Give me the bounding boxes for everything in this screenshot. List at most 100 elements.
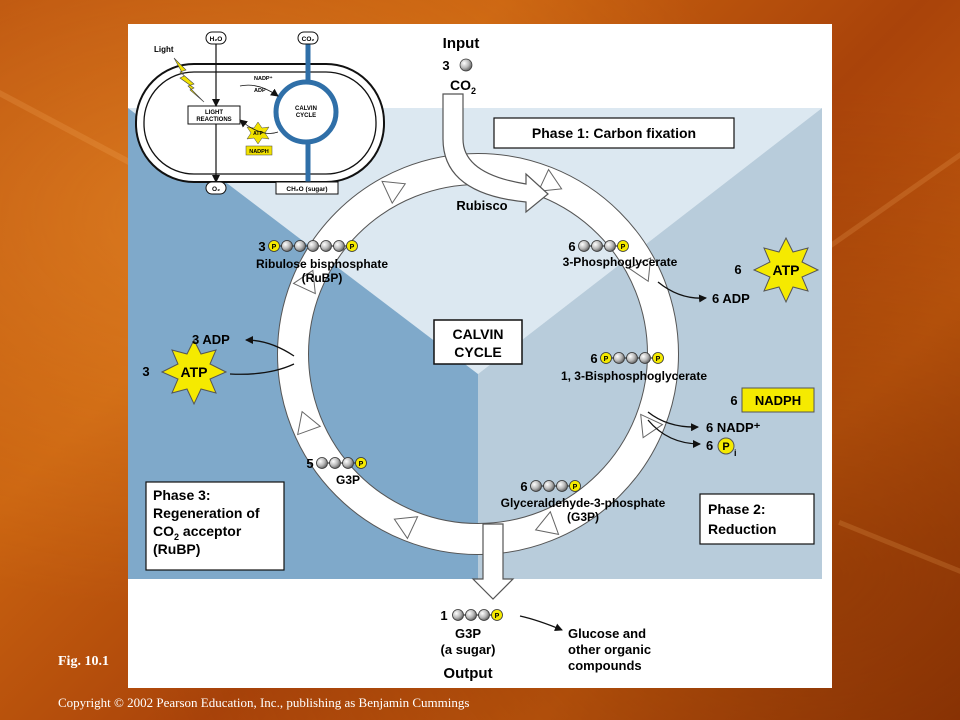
rubp-name-2: (RuBP) <box>302 271 343 285</box>
phosphate-label: P <box>573 484 578 491</box>
phase3-label-1: Phase 3: <box>153 487 211 503</box>
phase2-label-1: Phase 2: <box>708 501 766 517</box>
nadp-arrow <box>647 411 699 432</box>
phosphate-label: P <box>604 356 609 363</box>
output-count: 1 <box>440 608 447 623</box>
rubisco-label: Rubisco <box>456 198 507 213</box>
output-name: G3P <box>455 626 481 641</box>
background-streak <box>820 100 960 255</box>
phosphate-label: P <box>350 244 355 251</box>
flow-chevron <box>292 269 316 295</box>
output-title: Output <box>443 665 492 682</box>
flow-chevron <box>381 180 407 205</box>
flow-chevron <box>297 410 322 436</box>
pi-sub: i <box>734 448 737 458</box>
inset-light-reactions-2: REACTIONS <box>196 117 231 123</box>
rubp-count: 3 <box>258 239 265 254</box>
atp3-to-cycle-arrow <box>229 363 295 375</box>
output-product-3: compounds <box>568 658 642 673</box>
phosphate-ball <box>617 240 629 252</box>
phase3-box <box>145 481 285 571</box>
figure-label: Fig. 10.1 <box>58 654 109 669</box>
inset-co2: CO₂ <box>302 36 315 43</box>
phosphate-label: P <box>621 244 626 251</box>
carbon-ball <box>530 480 542 492</box>
input-molecule: CO2 <box>450 77 476 96</box>
output-product-arrow <box>519 615 563 632</box>
g3p-molecule-chain: P <box>530 480 581 492</box>
output-product-1: Glucose and <box>568 626 646 641</box>
bpg-name: 1, 3-Bisphosphoglycerate <box>561 369 707 383</box>
lightning-icon <box>173 57 205 103</box>
carbon-ball <box>478 609 490 621</box>
carbon-ball <box>639 352 651 364</box>
adp3-arrow <box>245 336 295 357</box>
carbon-ball <box>591 240 603 252</box>
chloroplast-inset: Light LIGHT REACTIONS CALVIN CYCLE H₂O O… <box>135 31 385 195</box>
cycle-direction-chevrons <box>292 168 664 540</box>
calvin-cycle-figure: Light LIGHT REACTIONS CALVIN CYCLE H₂O O… <box>128 24 832 688</box>
phase3-label-2: Regeneration of <box>153 505 260 521</box>
phosphate-ball <box>355 457 367 469</box>
background-streak <box>838 520 960 600</box>
bpg-count: 6 <box>590 351 597 366</box>
rubp-name-1: Ribulose bisphosphate <box>256 257 388 271</box>
center-label-1: CALVIN <box>452 326 503 342</box>
inset-sugar: CH₂O (sugar) <box>286 186 327 193</box>
carbon-ball <box>294 240 306 252</box>
adp3-out: 3 ADP <box>192 332 230 347</box>
flow-chevron <box>534 510 560 535</box>
flow-chevron <box>640 413 664 439</box>
phosphate-label: P <box>272 244 277 251</box>
nadp-out: 6 NADP⁺ <box>706 420 761 435</box>
pga-name: 3-Phosphoglycerate <box>563 255 678 269</box>
phase1-box <box>493 117 735 149</box>
center-label-2: CYCLE <box>454 344 501 360</box>
g3p-count: 6 <box>520 479 527 494</box>
phosphate-ball <box>491 609 503 621</box>
pi-arrow <box>647 419 701 448</box>
atp-in-label: ATP <box>773 262 800 278</box>
co2-carbon-ball <box>459 58 473 72</box>
carbon-ball <box>307 240 319 252</box>
pga-count: 6 <box>568 239 575 254</box>
phosphate-label: P <box>359 461 364 468</box>
calvin-cycle-diagram: Light LIGHT REACTIONS CALVIN CYCLE H₂O O… <box>128 31 822 682</box>
flow-chevron <box>393 516 419 540</box>
copyright-notice: Copyright © 2002 Pearson Education, Inc.… <box>58 695 470 710</box>
phosphate-label: P <box>495 613 500 620</box>
nadph-count: 6 <box>730 393 737 408</box>
carbon-ball <box>316 457 328 469</box>
phosphate-ball <box>268 240 280 252</box>
output-arrow <box>471 523 515 600</box>
inset-calvin-2: CYCLE <box>296 113 316 119</box>
input-count: 3 <box>442 58 449 73</box>
carbon-ball <box>281 240 293 252</box>
inset-h2o: H₂O <box>210 36 223 43</box>
phase1-label: Phase 1: Carbon fixation <box>532 125 696 141</box>
atp-star-icon <box>752 236 820 304</box>
phosphate-ball <box>346 240 358 252</box>
carbon-ball <box>613 352 625 364</box>
center-label-box <box>433 319 523 365</box>
carbon-ball <box>626 352 638 364</box>
phase3-label-3: CO2 acceptor <box>153 523 242 542</box>
pi-circle <box>717 437 735 455</box>
output-note: (a sugar) <box>441 642 496 657</box>
g3p5-name: G3P <box>336 473 360 487</box>
carbon-ball <box>578 240 590 252</box>
g3p-name-2: (G3P) <box>567 510 599 524</box>
phosphate-label: P <box>656 356 661 363</box>
inset-light-reactions-1: LIGHT <box>205 110 223 116</box>
phosphate-ball <box>652 352 664 364</box>
atp3-star-icon <box>160 338 228 406</box>
pi-p: P <box>722 441 729 453</box>
nadph-box <box>741 387 815 413</box>
g3p5-count: 5 <box>306 456 313 471</box>
inset-nadph: NADPH <box>249 149 269 155</box>
carbon-ball <box>452 609 464 621</box>
carbon-ball <box>604 240 616 252</box>
adp-out: 6 ADP <box>712 291 750 306</box>
